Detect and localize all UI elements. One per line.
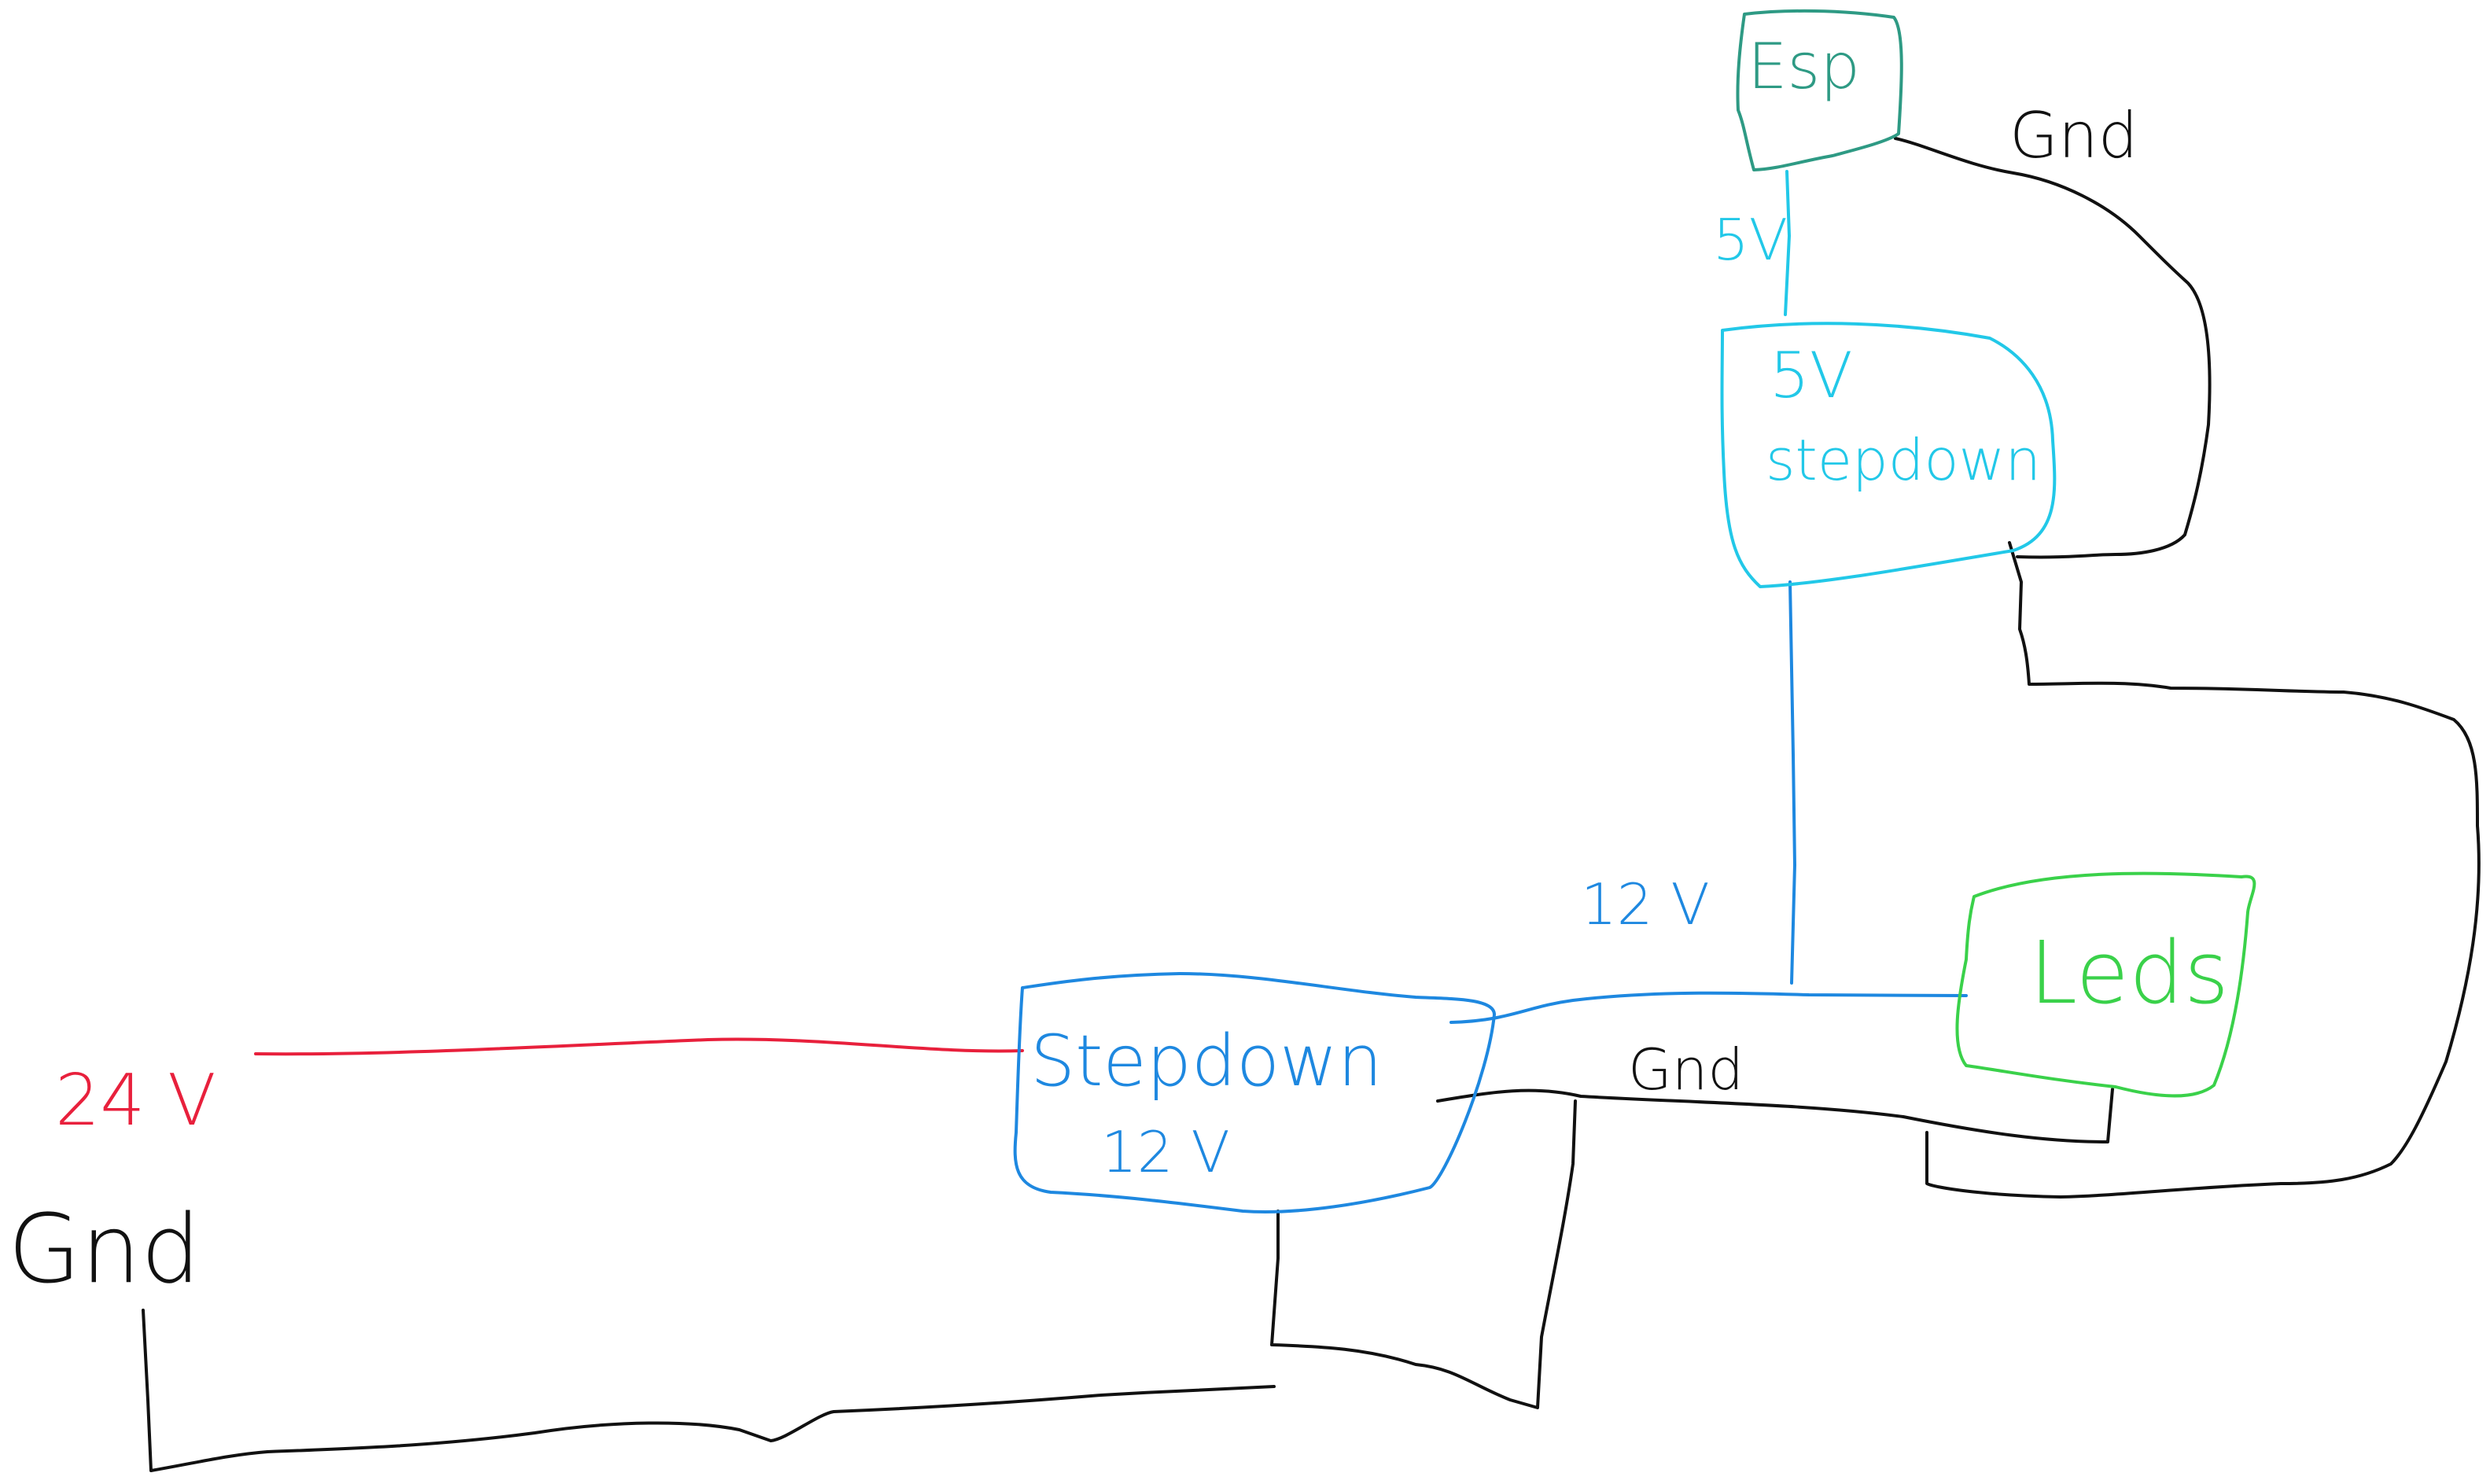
stepdown-12v-label-line2: 12 V: [1101, 1119, 1230, 1185]
stepdown-12v-module: Stepdown 12 V: [1013, 972, 1496, 1213]
wire-gnd-stepdown-bottom: [1270, 1099, 1577, 1409]
stepdown-5v-label-line2: stepdown: [1766, 427, 2041, 493]
wire-5v-to-esp: [1784, 170, 1791, 316]
esp-gnd-label: Gnd: [2009, 99, 2138, 172]
wire-gnd-5v-stepdown: [1925, 541, 2481, 1199]
esp-5v-label: 5V: [1713, 207, 1788, 273]
stepdown-5v-label-line1: 5V: [1770, 339, 1853, 412]
wire-gnd-main: [1436, 1088, 2114, 1143]
esp-box: [1736, 9, 1903, 171]
wire-gnd-input: [142, 1309, 1276, 1472]
leds-label: Leds: [2029, 922, 2229, 1023]
input-gnd-label: Gnd: [8, 1195, 201, 1305]
esp-module: Esp: [1736, 9, 1903, 171]
esp-label: Esp: [1748, 30, 1860, 103]
wire-24v: [254, 1037, 1024, 1056]
main-gnd-label: Gnd: [1628, 1037, 1744, 1103]
supply-12v-label: 12 V: [1581, 871, 1710, 937]
supply-24v-label: 24 V: [55, 1059, 216, 1142]
wire-gnd-esp: [1894, 137, 2212, 559]
stepdown-12v-box: [1013, 972, 1496, 1213]
stepdown-12v-label-line1: Stepdown: [1030, 1020, 1383, 1103]
wire-12v: [1449, 991, 1968, 1024]
stepdown-5v-box: [1720, 322, 2057, 588]
stepdown-5v-module: 5V stepdown: [1720, 322, 2057, 588]
leds-module: Leds: [1955, 871, 2256, 1098]
wire-12v-to-5v-stepdown: [1788, 580, 1796, 985]
leds-box: [1955, 871, 2256, 1098]
